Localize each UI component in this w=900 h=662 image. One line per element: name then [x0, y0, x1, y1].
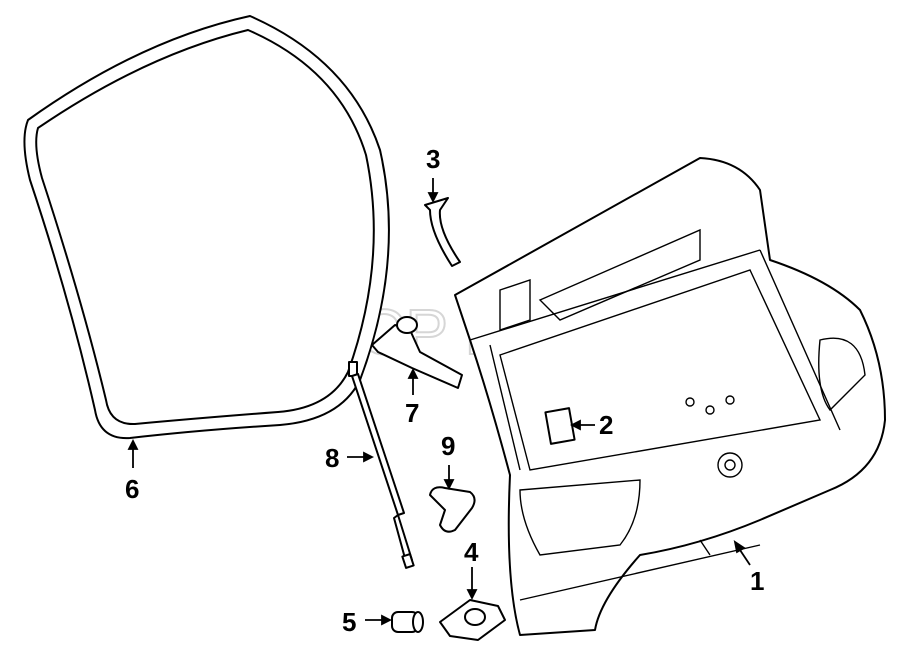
hose-part	[424, 197, 461, 267]
bumper-mount-part	[439, 599, 506, 641]
callout-8: 8	[325, 443, 339, 473]
emblem-part	[544, 407, 576, 445]
stop-bumper-part	[391, 611, 424, 633]
callout-1: 1	[750, 566, 764, 596]
hinge-part	[371, 316, 463, 389]
callout-7: 7	[405, 398, 419, 428]
callout-9: 9	[441, 431, 455, 461]
callout-4: 4	[464, 537, 479, 567]
callout-6: 6	[125, 474, 139, 504]
callout-2: 2	[599, 410, 613, 440]
lift-support-part	[348, 361, 415, 569]
callout-3: 3	[426, 144, 440, 174]
bracket-part	[429, 486, 476, 533]
liftgate-part	[454, 157, 886, 636]
callout-5: 5	[342, 607, 356, 637]
weatherstrip-part	[23, 15, 390, 440]
